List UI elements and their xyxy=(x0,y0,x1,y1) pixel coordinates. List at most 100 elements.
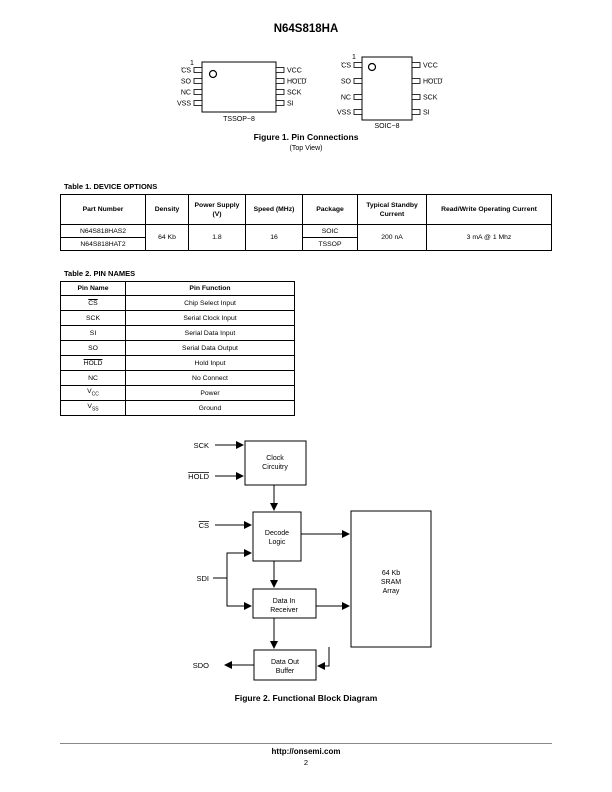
table2-header: Pin Function xyxy=(125,281,295,296)
standby-current-cell: 200 nA xyxy=(357,224,427,251)
pin-label: SCK xyxy=(423,95,438,102)
pin-label: VSS xyxy=(177,101,191,108)
pin-lead xyxy=(275,67,285,73)
footer-divider xyxy=(60,743,552,744)
cs-signal-label: CS xyxy=(199,521,209,530)
table1-header: Part Number xyxy=(60,194,146,225)
sram-block-label: SRAM xyxy=(381,579,401,586)
part-number-cell: N64S818HAS2 xyxy=(60,224,146,238)
pin-label: HOLD xyxy=(287,79,306,86)
table1-header: Density xyxy=(145,194,189,225)
pin1-dot-icon xyxy=(367,62,377,72)
pin-lead xyxy=(193,89,203,95)
table1-title: Table 1. DEVICE OPTIONS xyxy=(64,182,158,191)
pin-lead xyxy=(275,78,285,84)
pin-name-cell: SO xyxy=(60,340,126,356)
pin-function-cell: Serial Clock Input xyxy=(125,310,295,326)
pin-label: CS xyxy=(181,68,191,75)
page-number: 2 xyxy=(303,758,309,767)
pin-lead xyxy=(275,89,285,95)
package-cell: TSSOP xyxy=(302,237,358,251)
sdi-signal-label: SDI xyxy=(196,574,209,583)
decode-logic-block xyxy=(252,511,302,562)
pin-function-cell: No Connect xyxy=(125,370,295,386)
pin-function-cell: Serial Data Input xyxy=(125,325,295,341)
pin-label: SO xyxy=(341,79,352,86)
pin-label: SI xyxy=(423,110,430,117)
pin-lead xyxy=(411,62,421,68)
decode-block-label: Decode xyxy=(265,530,289,537)
footer-url[interactable]: http://onsemi.com xyxy=(271,747,341,756)
density-cell: 64 Kb xyxy=(145,224,189,251)
datain-block-label: Receiver xyxy=(270,607,298,614)
pin-label: SO xyxy=(181,79,192,86)
pin-lead xyxy=(353,62,363,68)
pin1-dot-icon xyxy=(208,69,218,79)
figure1-subcaption: (Top View) xyxy=(289,145,323,152)
power-supply-cell: 1.8 xyxy=(188,224,246,251)
pin-name-cell: SCK xyxy=(60,310,126,326)
pin-name-cell: CS xyxy=(60,295,126,311)
pin-lead xyxy=(193,100,203,106)
pin-function-cell: Ground xyxy=(125,400,295,416)
hold-signal-label: HOLD xyxy=(188,472,209,481)
document-title: N64S818HA xyxy=(273,23,339,35)
pin-lead xyxy=(193,78,203,84)
data-in-receiver-block xyxy=(252,588,317,619)
clock-block-label: Clock xyxy=(266,455,284,462)
sram-block-label: 64 Kb xyxy=(382,570,400,577)
pin-function-cell: Serial Data Output xyxy=(125,340,295,356)
operating-current-cell: 3 mA @ 1 Mhz xyxy=(426,224,552,251)
dataout-block-label: Data Out xyxy=(271,659,299,666)
pin-lead xyxy=(411,78,421,84)
pin-label: VCC xyxy=(423,63,438,70)
package-cell: SOIC xyxy=(302,224,358,238)
table-row: N64S818HAS2 64 Kb 1.8 16 SOIC 200 nA 3 m… xyxy=(60,224,552,251)
datain-block-label: Data In xyxy=(273,598,296,605)
pin-lead xyxy=(353,109,363,115)
pin-label: VSS xyxy=(337,110,351,117)
pin-lead xyxy=(193,67,203,73)
pin-name-cell: VSS xyxy=(60,400,126,416)
clock-circuitry-block xyxy=(244,440,307,486)
soic-package-label: SOIC−8 xyxy=(374,123,399,130)
table2-title: Table 2. PIN NAMES xyxy=(64,269,136,278)
figure2-caption: Figure 2. Functional Block Diagram xyxy=(234,693,378,703)
pin-lead xyxy=(353,78,363,84)
table1-header: Speed (MHz) xyxy=(245,194,303,225)
pin-name-cell: NC xyxy=(60,370,126,386)
sram-array-block xyxy=(350,510,432,648)
pin-lead xyxy=(411,109,421,115)
speed-cell: 16 xyxy=(245,224,303,251)
table2-header: Pin Name xyxy=(60,281,126,296)
pin-function-cell: Chip Select Input xyxy=(125,295,295,311)
pin-label: NC xyxy=(341,95,351,102)
pin-name-cell: SI xyxy=(60,325,126,341)
sck-signal-label: SCK xyxy=(194,441,209,450)
device-options-table: Part Number Density Power Supply (V) Spe… xyxy=(60,194,552,251)
sram-block-label: Array xyxy=(383,588,400,595)
data-out-buffer-block xyxy=(253,649,317,681)
pin-label: HOLD xyxy=(423,79,442,86)
pin-lead xyxy=(411,94,421,100)
table1-header: Typical Standby Current xyxy=(357,194,427,225)
tssop-package-label: TSSOP−8 xyxy=(223,116,255,123)
decode-block-label: Logic xyxy=(269,539,286,546)
table-row: N64S818HAT2 TSSOP xyxy=(60,237,552,251)
pin-name-cell: HOLD xyxy=(60,355,126,371)
table1-header: Read/Write Operating Current xyxy=(426,194,552,225)
pin-name-cell: VCC xyxy=(60,385,126,401)
pin-lead xyxy=(275,100,285,106)
tssop-pin1-mark: 1 xyxy=(190,60,194,67)
